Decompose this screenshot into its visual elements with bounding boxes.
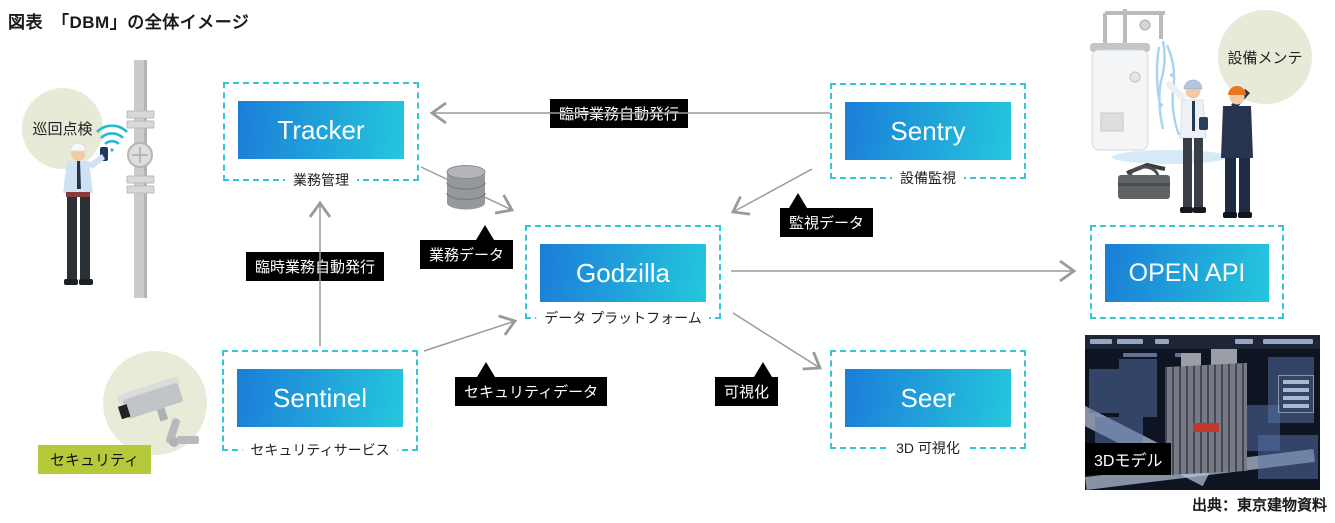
wifi-signal-icon bbox=[96, 124, 128, 152]
godzilla-caption: データ プラットフォーム bbox=[536, 308, 710, 328]
node-sentinel: Sentinel セキュリティサービス bbox=[222, 350, 418, 460]
tracker-caption: 業務管理 bbox=[285, 170, 357, 190]
sentry-caption: 設備監視 bbox=[892, 168, 964, 188]
node-openapi: OPEN API bbox=[1090, 225, 1284, 319]
sentinel-box: Sentinel bbox=[237, 369, 403, 427]
arrow-sentinel-to-godzilla bbox=[423, 314, 518, 352]
camera-scene bbox=[103, 351, 207, 455]
label-business-data: 業務データ bbox=[420, 225, 514, 269]
maintenance-scene bbox=[1090, 9, 1253, 218]
seer-caption: 3D 可視化 bbox=[888, 438, 968, 458]
label-sentry-to-tracker: 臨時業務自動発行 bbox=[550, 99, 689, 128]
patrol-worker-icon bbox=[63, 142, 108, 285]
security-camera-icon bbox=[117, 377, 183, 422]
worker-orange-helmet-icon bbox=[1221, 86, 1253, 218]
arrow-tracker-to-godzilla bbox=[420, 166, 515, 215]
viewer-toolbar bbox=[1085, 335, 1320, 349]
arrow-godzilla-to-seer bbox=[732, 312, 823, 371]
label-monitoring-data: 監視データ bbox=[780, 193, 874, 237]
node-sentry: Sentry 設備監視 bbox=[830, 83, 1026, 188]
node-tracker: Tracker 業務管理 bbox=[223, 82, 419, 190]
label-sentinel-to-tracker: 臨時業務自動発行 bbox=[246, 252, 385, 281]
node-seer: Seer 3D 可視化 bbox=[830, 350, 1026, 458]
patrol-bubble: 巡回点検 bbox=[22, 88, 103, 169]
label-visualization: 可視化 bbox=[715, 362, 779, 406]
label-security-data: セキュリティデータ bbox=[455, 362, 608, 406]
model-3d-label: 3Dモデル bbox=[1085, 443, 1172, 475]
tracker-box: Tracker bbox=[238, 101, 404, 159]
engineer-pointing-icon bbox=[1165, 79, 1208, 213]
figure-title: 図表 「DBM」の全体イメージ bbox=[8, 13, 250, 32]
building-tag bbox=[1193, 423, 1219, 432]
openapi-box: OPEN API bbox=[1105, 244, 1269, 302]
leaking-boiler-icon bbox=[1090, 9, 1228, 164]
godzilla-box: Godzilla bbox=[540, 244, 706, 302]
sentry-box: Sentry bbox=[845, 102, 1011, 160]
node-godzilla: Godzilla データ プラットフォーム bbox=[525, 225, 721, 328]
database-cylinder-icon bbox=[446, 165, 486, 210]
sentinel-caption: セキュリティサービス bbox=[242, 440, 398, 460]
patrol-scene bbox=[63, 60, 155, 298]
seer-box: Seer bbox=[845, 369, 1011, 427]
viewer-side-panel bbox=[1278, 375, 1314, 413]
source-credit: 出典：東京建物資料 bbox=[1191, 497, 1327, 514]
pipe-with-valve-icon bbox=[126, 60, 155, 298]
main-building bbox=[1165, 362, 1247, 476]
maintenance-bubble: 設備メンテ bbox=[1218, 10, 1312, 104]
toolbox-icon bbox=[1118, 162, 1170, 199]
security-label: セキュリティ bbox=[38, 445, 152, 474]
